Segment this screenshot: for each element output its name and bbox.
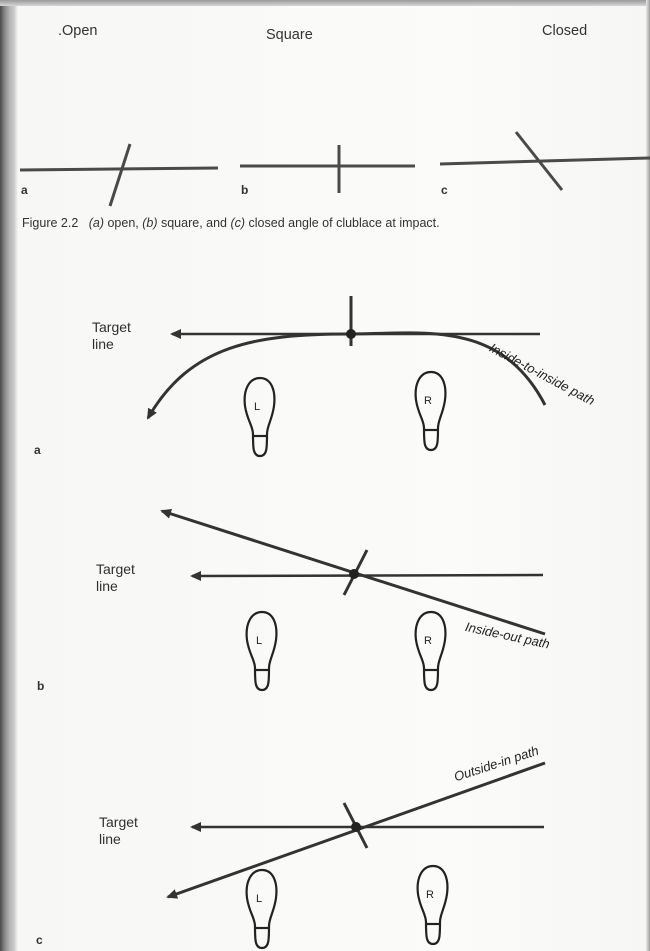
right-border bbox=[646, 0, 650, 951]
figure-letter-b: b bbox=[241, 183, 249, 197]
right-foot-label-c: R bbox=[426, 889, 434, 901]
figure-letter-c: c bbox=[441, 183, 448, 197]
footprints bbox=[243, 370, 449, 950]
left-foot-label-a: L bbox=[254, 401, 261, 413]
target-line-word-target: Target bbox=[99, 814, 138, 830]
square-label: Square bbox=[266, 27, 313, 43]
swing-diagram-a bbox=[146, 296, 547, 420]
swing-letter-c: c bbox=[36, 933, 43, 947]
closed-label: Closed bbox=[542, 23, 588, 39]
target-line-word-target: Target bbox=[92, 319, 131, 335]
closed-clubface-diagram bbox=[439, 131, 650, 191]
square-clubface-diagram bbox=[240, 145, 415, 193]
figure-letter-a: a bbox=[21, 183, 28, 197]
open-label: .Open bbox=[58, 23, 98, 39]
target-line-label-b: Target line bbox=[96, 561, 135, 595]
open-clubface-diagram bbox=[19, 143, 219, 207]
target-line-word-target: Target bbox=[96, 561, 135, 577]
caption-c-text: closed angle of clublace at impact. bbox=[245, 216, 440, 230]
target-line-label-a: Target line bbox=[92, 319, 131, 353]
swing-letter-b: b bbox=[37, 679, 45, 693]
right-foot-label-b: R bbox=[424, 635, 432, 647]
caption-c-italic: (c) bbox=[230, 216, 246, 230]
swing-diagram-b bbox=[160, 508, 546, 636]
caption-a-italic: (a) bbox=[88, 216, 104, 230]
left-foot-label-c: L bbox=[256, 893, 263, 905]
target-line-word-line: line bbox=[96, 578, 118, 594]
target-line-label-c: Target line bbox=[99, 814, 138, 848]
target-line-word-line: line bbox=[92, 336, 114, 352]
right-foot-label-a: R bbox=[424, 395, 432, 407]
caption-a-text: open, bbox=[103, 216, 143, 230]
target-line-word-line: line bbox=[99, 831, 121, 847]
swing-letter-a: a bbox=[34, 443, 41, 457]
caption-b-text: square, and bbox=[157, 216, 231, 230]
caption-prefix: Figure 2.2 bbox=[22, 216, 79, 230]
top-border bbox=[0, 0, 650, 6]
figure-caption: Figure 2.2 (a) open, (b) square, and (c)… bbox=[22, 216, 440, 230]
left-foot-label-b: L bbox=[256, 635, 263, 647]
caption-b-italic: (b) bbox=[142, 216, 158, 230]
swing-diagram-c bbox=[166, 761, 546, 899]
